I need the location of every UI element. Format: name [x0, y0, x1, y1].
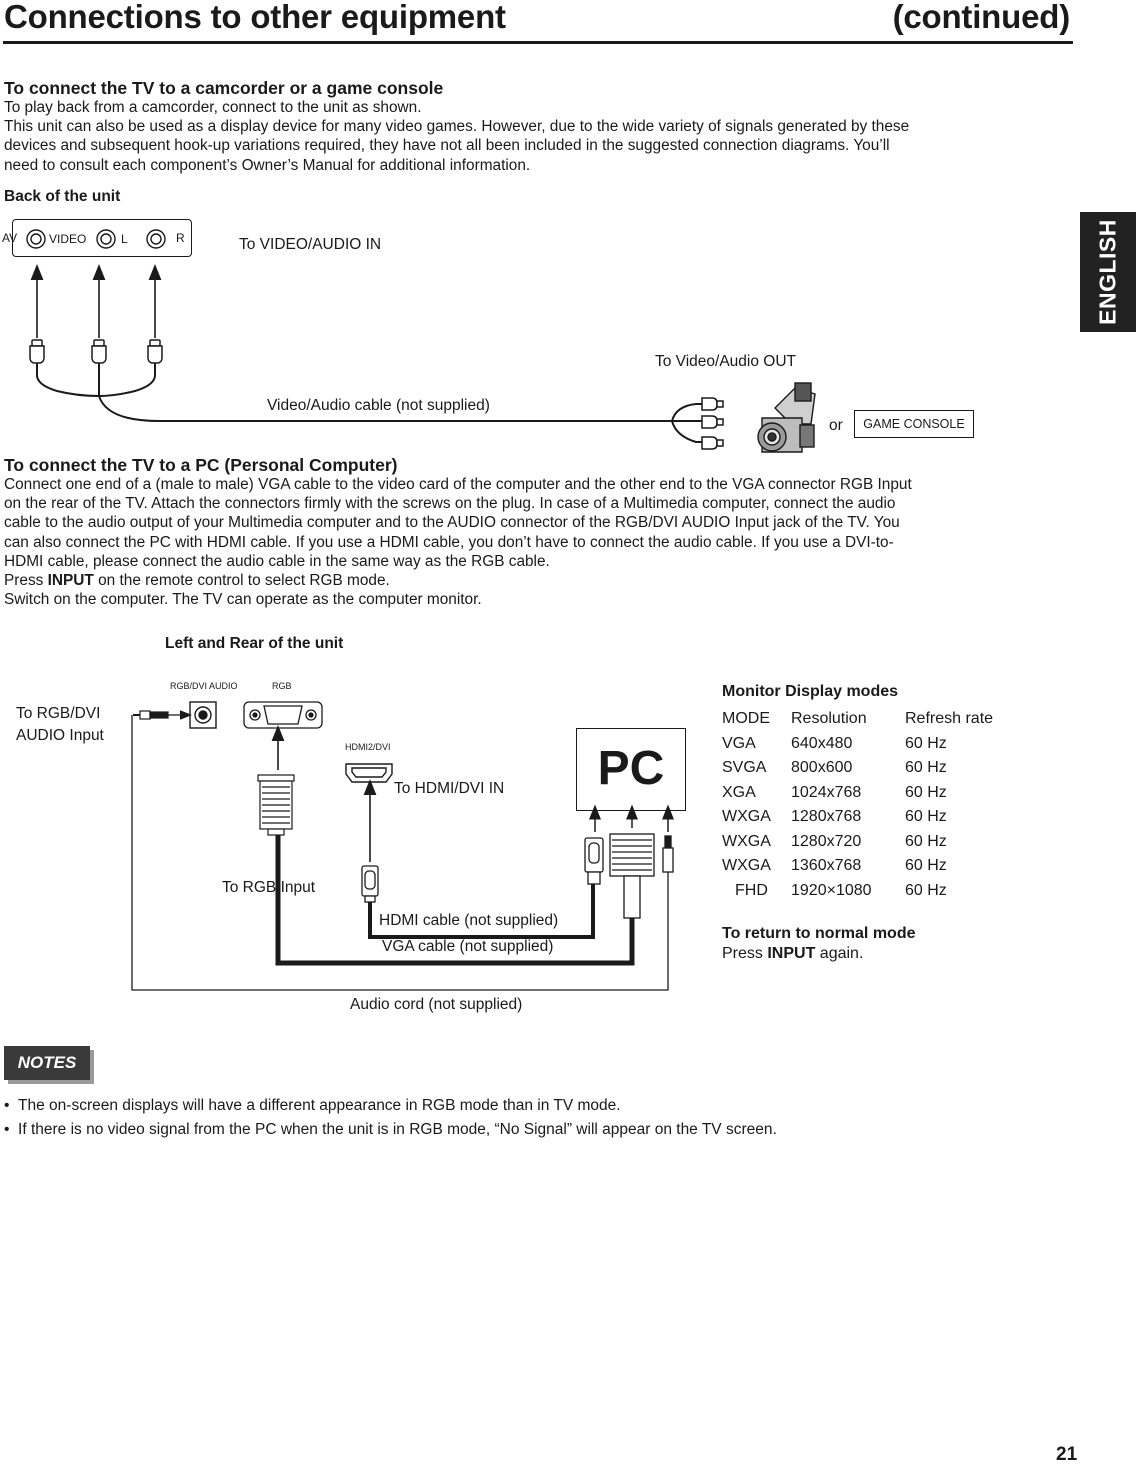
list-item: • The on-screen displays will have a dif… [4, 1097, 621, 1114]
input-key-label: INPUT [47, 572, 94, 590]
to-rgb-dvi-audio-label: To RGB/DVI AUDIO Input [16, 705, 104, 744]
pc-cables [131, 715, 669, 991]
return-heading: To return to normal mode [722, 925, 916, 942]
return-instructions: Press INPUT again. [722, 945, 864, 962]
to-hdmi-dvi-in-label: To HDMI/DVI IN [394, 780, 505, 797]
audio-jack-icon [189, 701, 217, 729]
page-title-continued: (continued) [892, 0, 1071, 35]
section2-line: on the rear of the TV. Attach the connec… [4, 495, 896, 513]
jack-av-label: AV [2, 231, 18, 245]
notes-badge: NOTES [4, 1046, 90, 1080]
header-resolution: Resolution [791, 710, 867, 728]
back-of-unit-label: Back of the unit [4, 188, 121, 205]
section2-heading: To connect the TV to a PC (Personal Comp… [4, 455, 398, 475]
audio-cord-label: Audio cord (not supplied) [350, 996, 523, 1013]
video-audio-cable [36, 363, 702, 443]
section1-line: This unit can also be used as a display … [4, 118, 910, 136]
page-title: Connections to other equipment [4, 0, 506, 35]
header-mode: MODE [722, 710, 770, 728]
diagram-title: Left and Rear of the unit [165, 635, 344, 652]
section1-heading: To connect the TV to a camcorder or a ga… [4, 78, 444, 98]
language-tab: ENGLISH [1080, 212, 1136, 332]
rgb-port-label: RGB [272, 681, 292, 691]
pc-label: PC [597, 742, 665, 795]
to-video-audio-out-label: To Video/Audio OUT [655, 353, 797, 370]
header-refresh: Refresh rate [905, 710, 994, 728]
jack-r-label: R [176, 231, 185, 245]
camcorder-icon [757, 382, 816, 453]
rgb-dvi-audio-port-label: RGB/DVI AUDIO [170, 681, 238, 691]
section2-line: cable to the audio output of your Multim… [4, 514, 900, 532]
vga-cable-label: VGA cable (not supplied) [382, 938, 554, 955]
to-video-audio-in-label: To VIDEO/AUDIO IN [239, 236, 382, 253]
hdmi-cable-label: HDMI cable (not supplied) [379, 912, 559, 929]
rca-plug-icons [29, 339, 163, 364]
audio-plug-icon [133, 710, 192, 720]
pc-arrows [589, 804, 674, 832]
vga-plug-tv-icon [257, 774, 295, 836]
section2-line: can also connect the PC with HDMI cable.… [4, 533, 894, 551]
section2-line: Connect one end of a (male to male) VGA … [4, 476, 912, 493]
or-label: or [829, 417, 843, 434]
section2-line: Press INPUT on the remote control to sel… [4, 572, 390, 590]
section2-body: Connect one end of a (male to male) VGA … [4, 475, 1074, 609]
rgb-port-icon [243, 701, 323, 729]
section1-line: need to consult each component’s Owner’s… [4, 156, 531, 174]
hdmi-port-icon [345, 763, 393, 783]
list-item: • If there is no video signal from the P… [4, 1121, 777, 1138]
section1-body: To play back from a camcorder, connect t… [4, 98, 1074, 175]
input-arrows [30, 264, 162, 338]
pc-side-plugs [584, 833, 674, 919]
jack-video-label: VIDEO [49, 232, 87, 246]
to-rgb-input-label: To RGB Input [222, 879, 316, 896]
back-panel-jacks [12, 219, 192, 257]
notes-list: • The on-screen displays will have a dif… [4, 1094, 1064, 1142]
section2-line: Switch on the computer. The TV can opera… [4, 591, 482, 609]
hdmi-port-label: HDMI2/DVI [345, 742, 391, 752]
section1-line: devices and subsequent hook-up variation… [4, 137, 890, 155]
hdmi-plug-tv-icon [361, 865, 379, 903]
back-panel-jack-icons [26, 229, 166, 249]
header-rule [3, 41, 1073, 44]
modes-title: Monitor Display modes [722, 683, 899, 700]
game-console-label: GAME CONSOLE [863, 417, 965, 431]
video-audio-cable-label: Video/Audio cable (not supplied) [267, 397, 490, 414]
page-number: 21 [1056, 1444, 1078, 1465]
section2-line: HDMI cable, please connect the audio cab… [4, 552, 550, 570]
camcorder-side-plugs [701, 397, 724, 450]
modes-header-row: MODE Resolution Refresh rate [722, 707, 993, 732]
game-console-box: GAME CONSOLE [854, 410, 974, 438]
jack-l-label: L [121, 232, 128, 246]
section1-line: To play back from a camcorder, connect t… [4, 99, 422, 116]
